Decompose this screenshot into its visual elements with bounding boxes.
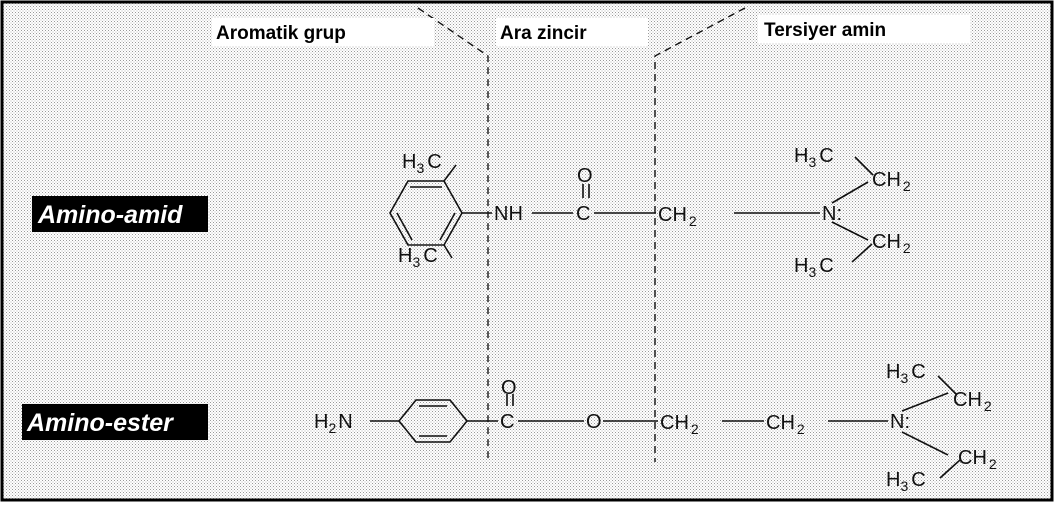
header-amine-bg [758, 15, 970, 43]
divider-left [417, 7, 489, 462]
header-aromatic: Aromatik grup [216, 23, 346, 44]
ester-ethyl-bottom-bond-1 [901, 431, 949, 456]
ester-carbonyl-c: C [500, 411, 514, 433]
section-dividers [417, 7, 746, 462]
ester-ethyl-top-bond-2 [937, 375, 957, 395]
amide-ethyl-top-bond-2 [854, 156, 874, 176]
ester-label-bg [22, 404, 208, 440]
ester-ethyl-bottom-bond-2 [939, 459, 961, 479]
amide-carbonyl-o: O [577, 165, 593, 187]
amide-carbonyl-c: C [576, 203, 590, 225]
amide-label-bg [32, 196, 208, 232]
amide-tertiary-n: N: [822, 203, 842, 225]
amide-ring-inner-bonds [396, 186, 456, 241]
amide-ethyl-bottom-bond-2 [851, 243, 873, 263]
header-aromatic-bg [212, 18, 434, 46]
amide-ethyl-bottom-bond-1 [831, 221, 869, 241]
ester-label: Amino-ester [26, 409, 174, 437]
amide-methyl-bond-bottom [443, 244, 453, 259]
ester-carbonyl-o: O [501, 377, 517, 399]
divider-right [654, 7, 746, 462]
ester-ring-inner-bonds [419, 405, 447, 437]
ester-tertiary-n: N: [890, 411, 910, 433]
ester-ethyl-top-bond-1 [901, 392, 949, 412]
amide-nh: NH [494, 203, 523, 225]
ester-oxygen: O [586, 411, 602, 433]
amide-ethyl-top-bond-1 [831, 181, 869, 204]
header-amine: Tersiyer amin [764, 20, 886, 41]
header-chain-bg [496, 18, 648, 46]
header-chain: Ara zincir [500, 23, 587, 44]
amide-methyl-bond-top [443, 164, 457, 182]
amide-label: Amino-amid [37, 201, 183, 229]
